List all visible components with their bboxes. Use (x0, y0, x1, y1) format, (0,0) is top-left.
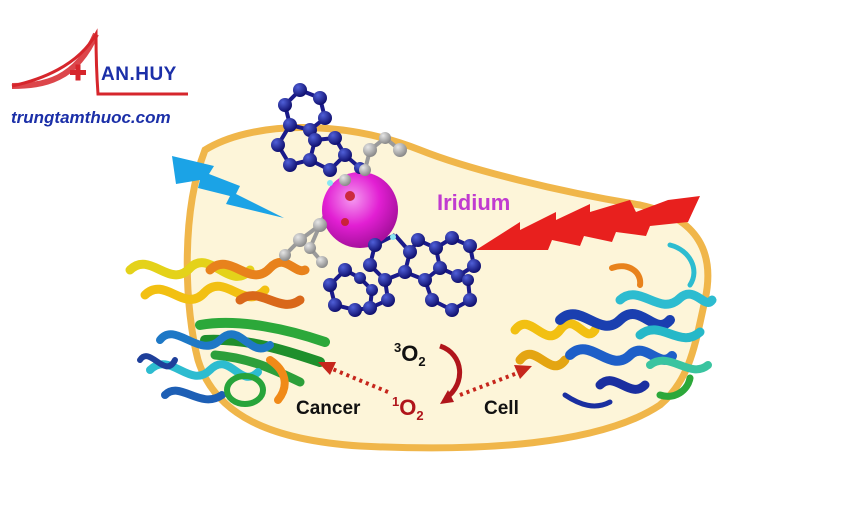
blue-light-bolt (172, 156, 284, 218)
cancer-label: Cancer (296, 398, 361, 419)
iridium-atom (322, 172, 398, 248)
logo-name: AN.HUY (101, 64, 177, 85)
logo-mark (11, 28, 188, 96)
grey-atoms (279, 132, 407, 268)
red-light-bolt (476, 196, 700, 250)
ligand-atoms (271, 83, 481, 317)
cell-label: Cell (484, 398, 519, 419)
triplet-oxygen-label: 3O2 (394, 340, 426, 369)
iridium-label: Iridium (437, 190, 511, 215)
curved-conversion-arrow (438, 343, 463, 401)
logo-website[interactable]: trungtamthuoc.com (11, 108, 171, 127)
left-protein (125, 257, 330, 407)
right-protein (510, 242, 717, 409)
cross-icon (70, 64, 86, 81)
singlet-oxygen-label: 1O2 (392, 394, 424, 423)
reaction-arrows (318, 343, 532, 404)
